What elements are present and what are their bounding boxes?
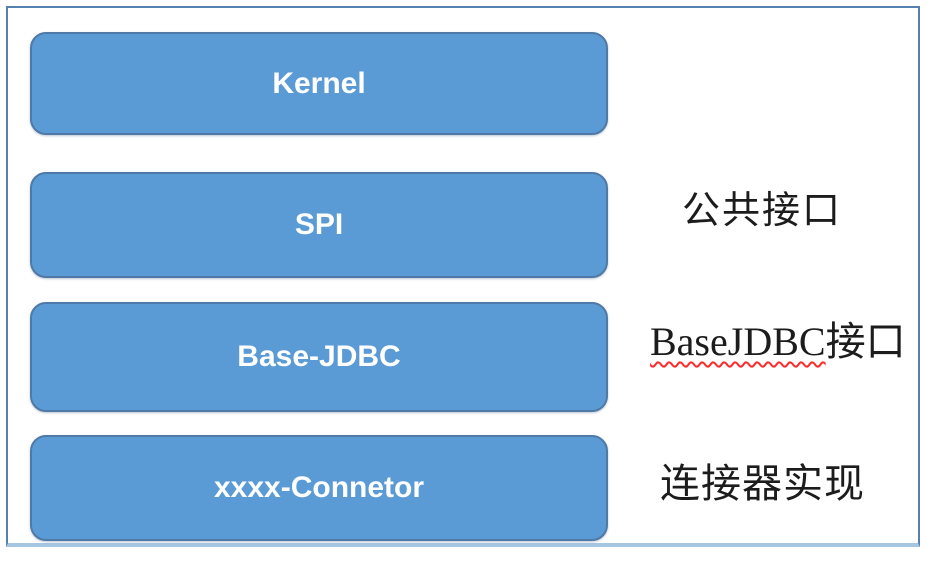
- side-label-basejdbc-latin: BaseJDBC: [650, 319, 826, 364]
- layer-box-xxxx-connetor-label: xxxx-Connetor: [213, 471, 425, 504]
- side-label-public-interface: 公共接口: [682, 190, 843, 232]
- layer-box-spi: SPI: [30, 172, 608, 278]
- layer-box-xxxx-connetor: xxxx-Connetor: [30, 435, 608, 541]
- layer-box-spi-label: SPI: [294, 208, 344, 241]
- side-label-connector-implementation: 连接器实现: [660, 461, 865, 506]
- diagram-frame: [6, 6, 920, 547]
- layer-box-kernel: Kernel: [30, 32, 608, 135]
- side-label-basejdbc-interface: BaseJDBC接口: [650, 322, 906, 362]
- side-label-basejdbc-cjk: 接口: [825, 319, 906, 364]
- layer-box-base-jdbc-label: Base-JDBC: [237, 340, 401, 373]
- layer-box-base-jdbc: Base-JDBC: [30, 302, 608, 412]
- layer-box-kernel-label: Kernel: [272, 66, 366, 100]
